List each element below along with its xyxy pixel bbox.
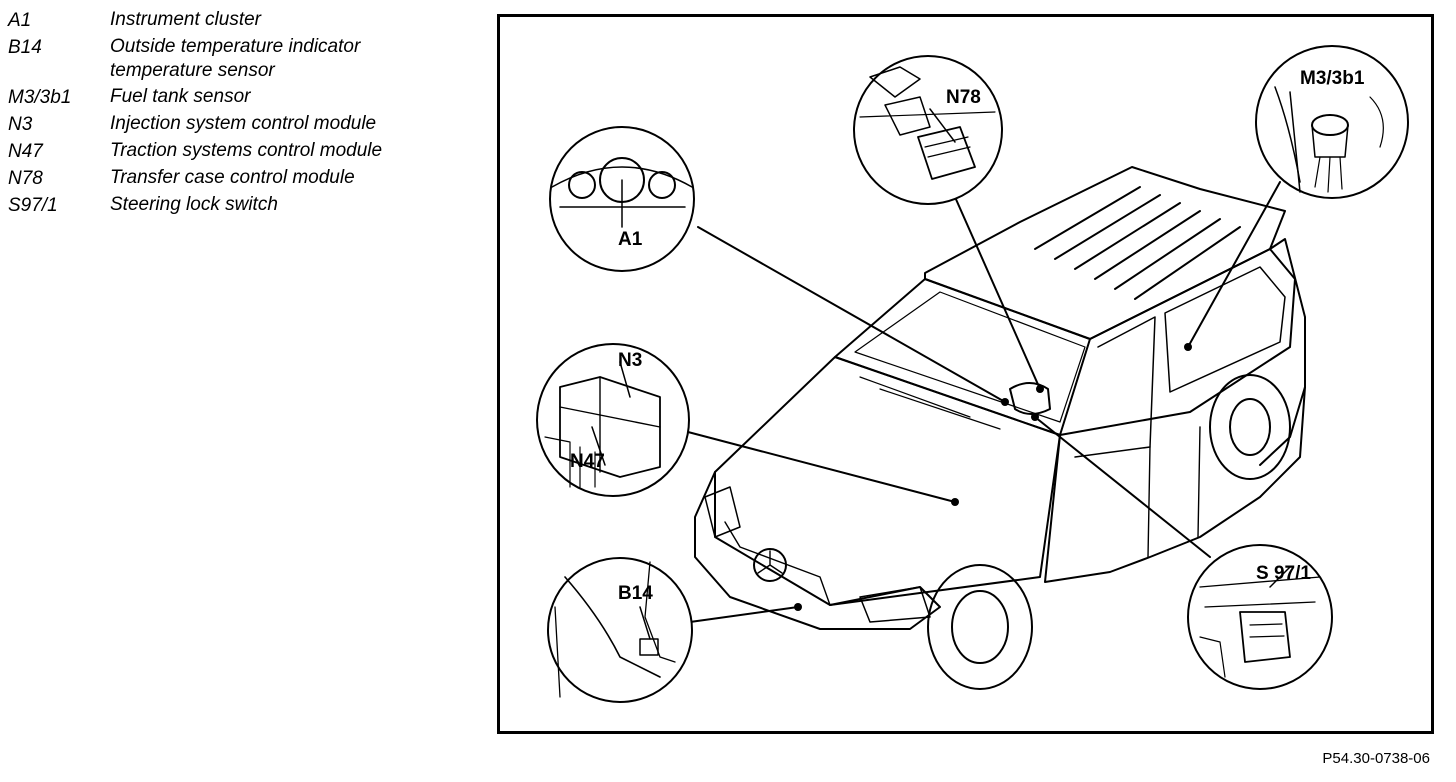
vehicle-diagram-frame: A1 N78 M3/3b1 — [497, 14, 1434, 734]
callout-label-n47: N47 — [570, 451, 605, 472]
lock-switch-housing — [1239, 611, 1291, 663]
point-s97-1 — [1031, 413, 1039, 421]
legend-description: Transfer case control module — [110, 167, 355, 188]
legend-code: N78 — [8, 168, 43, 189]
legend-code: N3 — [8, 114, 33, 135]
wiper — [879, 388, 1001, 430]
leader-line-a1 — [697, 226, 1006, 403]
roof-rib — [1114, 218, 1221, 290]
legend-code: S97/1 — [8, 195, 58, 216]
leader-dots — [794, 343, 1192, 611]
roof-rib — [1074, 202, 1181, 270]
leader-line-s97-1 — [1034, 416, 1211, 558]
point-a1 — [1001, 398, 1009, 406]
figure-reference: P54.30-0738-06 — [1322, 750, 1430, 767]
headlight-left — [704, 486, 741, 538]
roof-rib — [1134, 226, 1241, 300]
legend-description: Injection system control module — [110, 113, 377, 134]
legend-code: A1 — [8, 10, 32, 31]
point-n3 — [951, 498, 959, 506]
legend-code: M3/3b1 — [8, 87, 72, 108]
legend-code: N47 — [8, 141, 43, 162]
roof-rib — [1054, 194, 1161, 260]
callout-n78: N78 — [853, 55, 1003, 205]
callout-label-b14: B14 — [618, 583, 653, 604]
brand-emblem-star — [757, 550, 783, 574]
wiper — [859, 376, 971, 418]
rear-door-window — [1164, 266, 1286, 393]
callout-label-m3-3b1: M3/3b1 — [1300, 68, 1365, 89]
rear-quarter — [1259, 238, 1306, 466]
side-window-frame — [1059, 248, 1296, 436]
point-m3-3b1 — [1184, 343, 1192, 351]
vehicle-diagram: A1 N78 M3/3b1 — [536, 45, 1409, 703]
front-bumper — [694, 471, 941, 630]
leader-line-m3-3b1 — [1187, 181, 1281, 348]
door-seam — [1197, 426, 1201, 538]
windshield — [834, 278, 1091, 436]
brand-emblem — [753, 548, 787, 582]
leader-line-b14 — [689, 606, 799, 623]
leader-line-n3 — [687, 431, 956, 503]
callout-s97-1: S 97/1 — [1187, 544, 1333, 690]
windshield-inner — [854, 291, 1086, 423]
callout-n3-n47: N3 N47 — [536, 343, 690, 497]
legend-code: B14 — [8, 37, 42, 58]
front-door-window — [1074, 316, 1156, 458]
dash-outline — [551, 166, 693, 188]
door-seam — [1147, 446, 1151, 558]
legend-description: Instrument cluster — [110, 9, 261, 30]
headlight-right — [859, 586, 931, 623]
front-wheel — [927, 564, 1033, 690]
leader-line-n78 — [954, 196, 1041, 390]
callout-a1: A1 — [549, 126, 695, 272]
side-mirror — [1009, 382, 1051, 415]
front-wheel-rim — [951, 590, 1009, 664]
leader-lines — [687, 181, 1281, 623]
callout-b14: B14 — [547, 557, 693, 703]
point-n78 — [1036, 385, 1044, 393]
roof-rib — [1034, 186, 1141, 250]
point-b14 — [794, 603, 802, 611]
gauge-right — [648, 171, 676, 199]
rear-wheel — [1209, 374, 1291, 480]
callout-label-s97-1: S 97/1 — [1256, 563, 1311, 584]
rear-wheel-rim — [1229, 398, 1271, 456]
grille-edge — [724, 521, 831, 606]
gauge-left — [568, 171, 596, 199]
callout-label-n3: N3 — [618, 350, 642, 371]
temperature-sensor — [639, 638, 659, 656]
vehicle-body — [694, 166, 1306, 690]
body-side — [1044, 386, 1306, 583]
legend-description: Outside temperature indicator temperatur… — [110, 36, 361, 81]
legend-description: Steering lock switch — [110, 194, 278, 215]
legend-description: Traction systems control module — [110, 140, 383, 161]
roof-rib — [1094, 210, 1201, 280]
legend-description: Fuel tank sensor — [110, 86, 251, 107]
callout-m3-3b1: M3/3b1 — [1255, 45, 1409, 199]
callout-label-n78: N78 — [946, 87, 981, 108]
callout-label-a1: A1 — [618, 229, 643, 250]
